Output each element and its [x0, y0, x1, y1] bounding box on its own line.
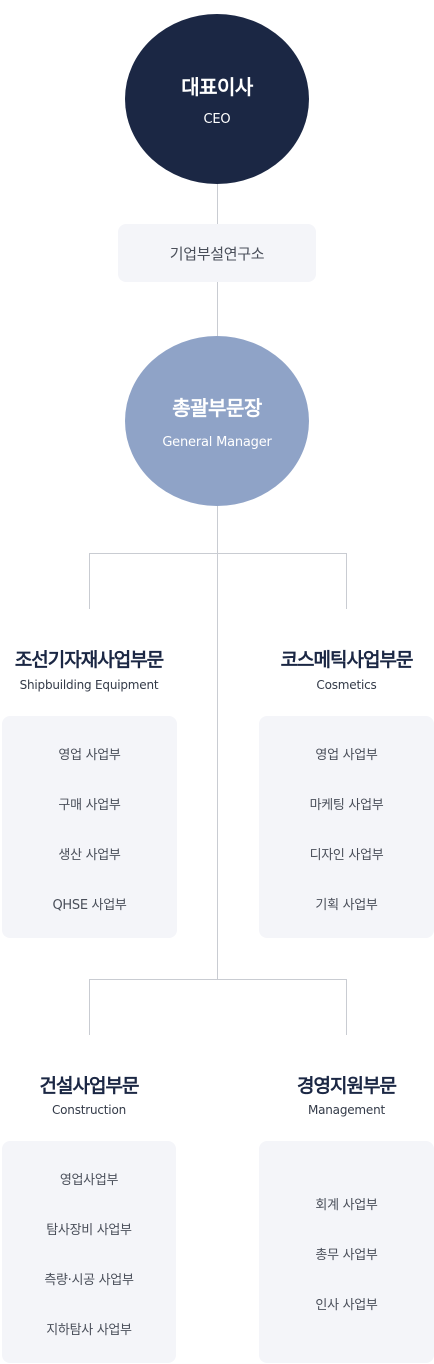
list-item: 생산 사업부: [58, 848, 121, 863]
gm-title: 총괄부문장: [172, 396, 262, 420]
list-item: 영업 사업부: [315, 748, 378, 763]
division-title-management: 경영지원부문: [297, 1075, 397, 1097]
division-title-construction: 건설사업부문: [39, 1075, 140, 1097]
connector-right-bottom: [346, 979, 347, 1035]
division-subtitle-management: Management: [307, 1103, 386, 1117]
connector-right-top: [346, 553, 347, 609]
division-subtitle-shipbuilding: Shipbuilding Equipment: [19, 678, 159, 692]
division-box-management: 회계 사업부 총무 사업부 인사 사업부: [259, 1141, 434, 1363]
division-subtitle-construction: Construction: [51, 1103, 126, 1117]
list-item: 총무 사업부: [315, 1248, 378, 1263]
gm-subtitle: General Manager: [162, 435, 272, 450]
division-box-shipbuilding: 영업 사업부 구매 사업부 생산 사업부 QHSE 사업부: [2, 716, 177, 938]
list-item: 기획 사업부: [315, 898, 378, 913]
research-lab-node: 기업부설연구소: [118, 224, 316, 282]
list-item: 영업 사업부: [58, 748, 121, 763]
connector-left-bottom: [89, 979, 90, 1035]
list-item: 구매 사업부: [58, 798, 121, 813]
list-item: 인사 사업부: [315, 1298, 378, 1313]
connector-branch-top: [89, 553, 347, 554]
general-manager-node: 총괄부문장 General Manager: [125, 336, 309, 506]
ceo-title: 대표이사: [181, 75, 253, 99]
list-item: 지하탐사 사업부: [46, 1323, 132, 1338]
ceo-node: 대표이사 CEO: [125, 14, 309, 184]
list-item: 영업사업부: [59, 1173, 119, 1188]
list-item: 탐사장비 사업부: [46, 1223, 132, 1238]
division-title-cosmetics: 코스메틱사업부문: [280, 649, 414, 671]
division-title-shipbuilding: 조선기자재사업부문: [14, 649, 164, 671]
division-subtitle-cosmetics: Cosmetics: [316, 678, 377, 692]
division-box-cosmetics: 영업 사업부 마케팅 사업부 디자인 사업부 기획 사업부: [259, 716, 434, 938]
connector-left-top: [89, 553, 90, 609]
connector-trunk: [217, 182, 218, 980]
list-item: 회계 사업부: [315, 1198, 378, 1213]
ceo-subtitle: CEO: [203, 112, 231, 127]
list-item: 마케팅 사업부: [309, 798, 384, 813]
list-item: 측량·시공 사업부: [44, 1273, 134, 1288]
list-item: QHSE 사업부: [52, 898, 127, 913]
connector-branch-bottom: [89, 979, 347, 980]
division-box-construction: 영업사업부 탐사장비 사업부 측량·시공 사업부 지하탐사 사업부: [2, 1141, 176, 1363]
list-item: 디자인 사업부: [309, 848, 384, 863]
